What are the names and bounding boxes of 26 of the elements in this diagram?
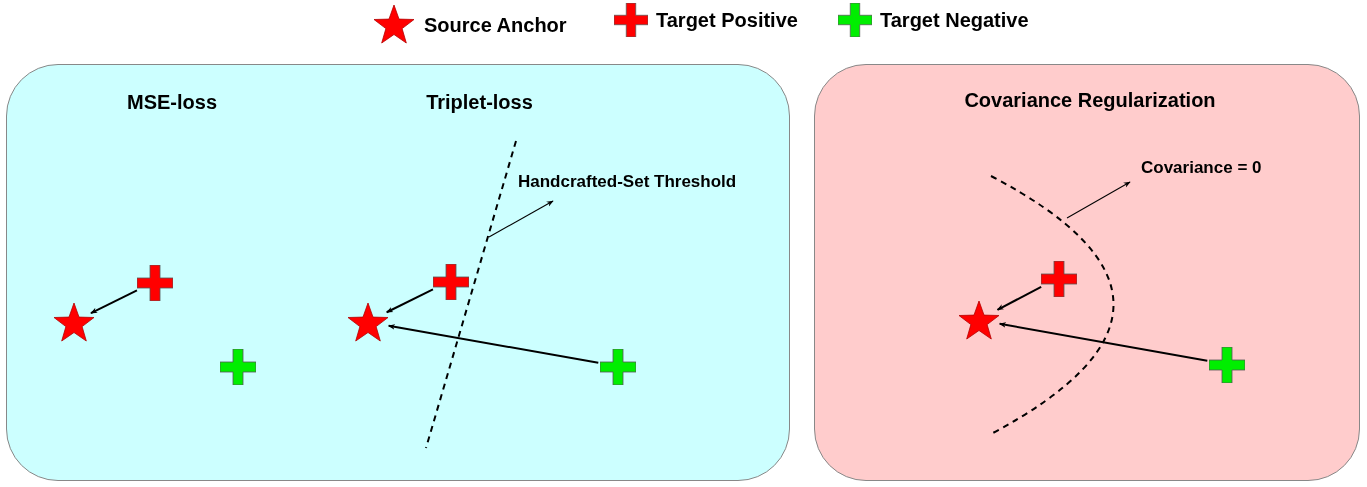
arrow — [996, 285, 1043, 311]
cross-marker — [433, 264, 469, 300]
legend-label: Target Positive — [656, 8, 798, 33]
star-marker — [346, 301, 390, 345]
legend-label: Target Negative — [880, 8, 1029, 33]
legend-label: Source Anchor — [424, 13, 567, 38]
arrow — [89, 289, 138, 315]
arrow — [998, 322, 1209, 362]
arrow — [387, 324, 600, 364]
panel — [814, 64, 1360, 481]
panel-heading: MSE-loss — [126, 90, 218, 115]
cross-marker — [1209, 347, 1245, 383]
panel — [6, 64, 790, 481]
star-marker — [957, 299, 1001, 343]
panel-heading: Triplet-loss — [425, 90, 534, 115]
cross-marker — [220, 349, 256, 385]
star-marker — [52, 301, 96, 345]
annotation-label: Handcrafted-Set Threshold — [518, 171, 786, 202]
cross-marker — [600, 349, 636, 385]
cross-marker — [137, 265, 173, 301]
leader-arrow — [1066, 181, 1131, 219]
annotation-label: Covariance = 0 — [1141, 157, 1301, 185]
arrow — [385, 288, 434, 314]
panel-heading: Covariance Regularization — [963, 88, 1217, 113]
leader-arrow — [488, 200, 554, 238]
cross-marker — [1041, 261, 1077, 297]
